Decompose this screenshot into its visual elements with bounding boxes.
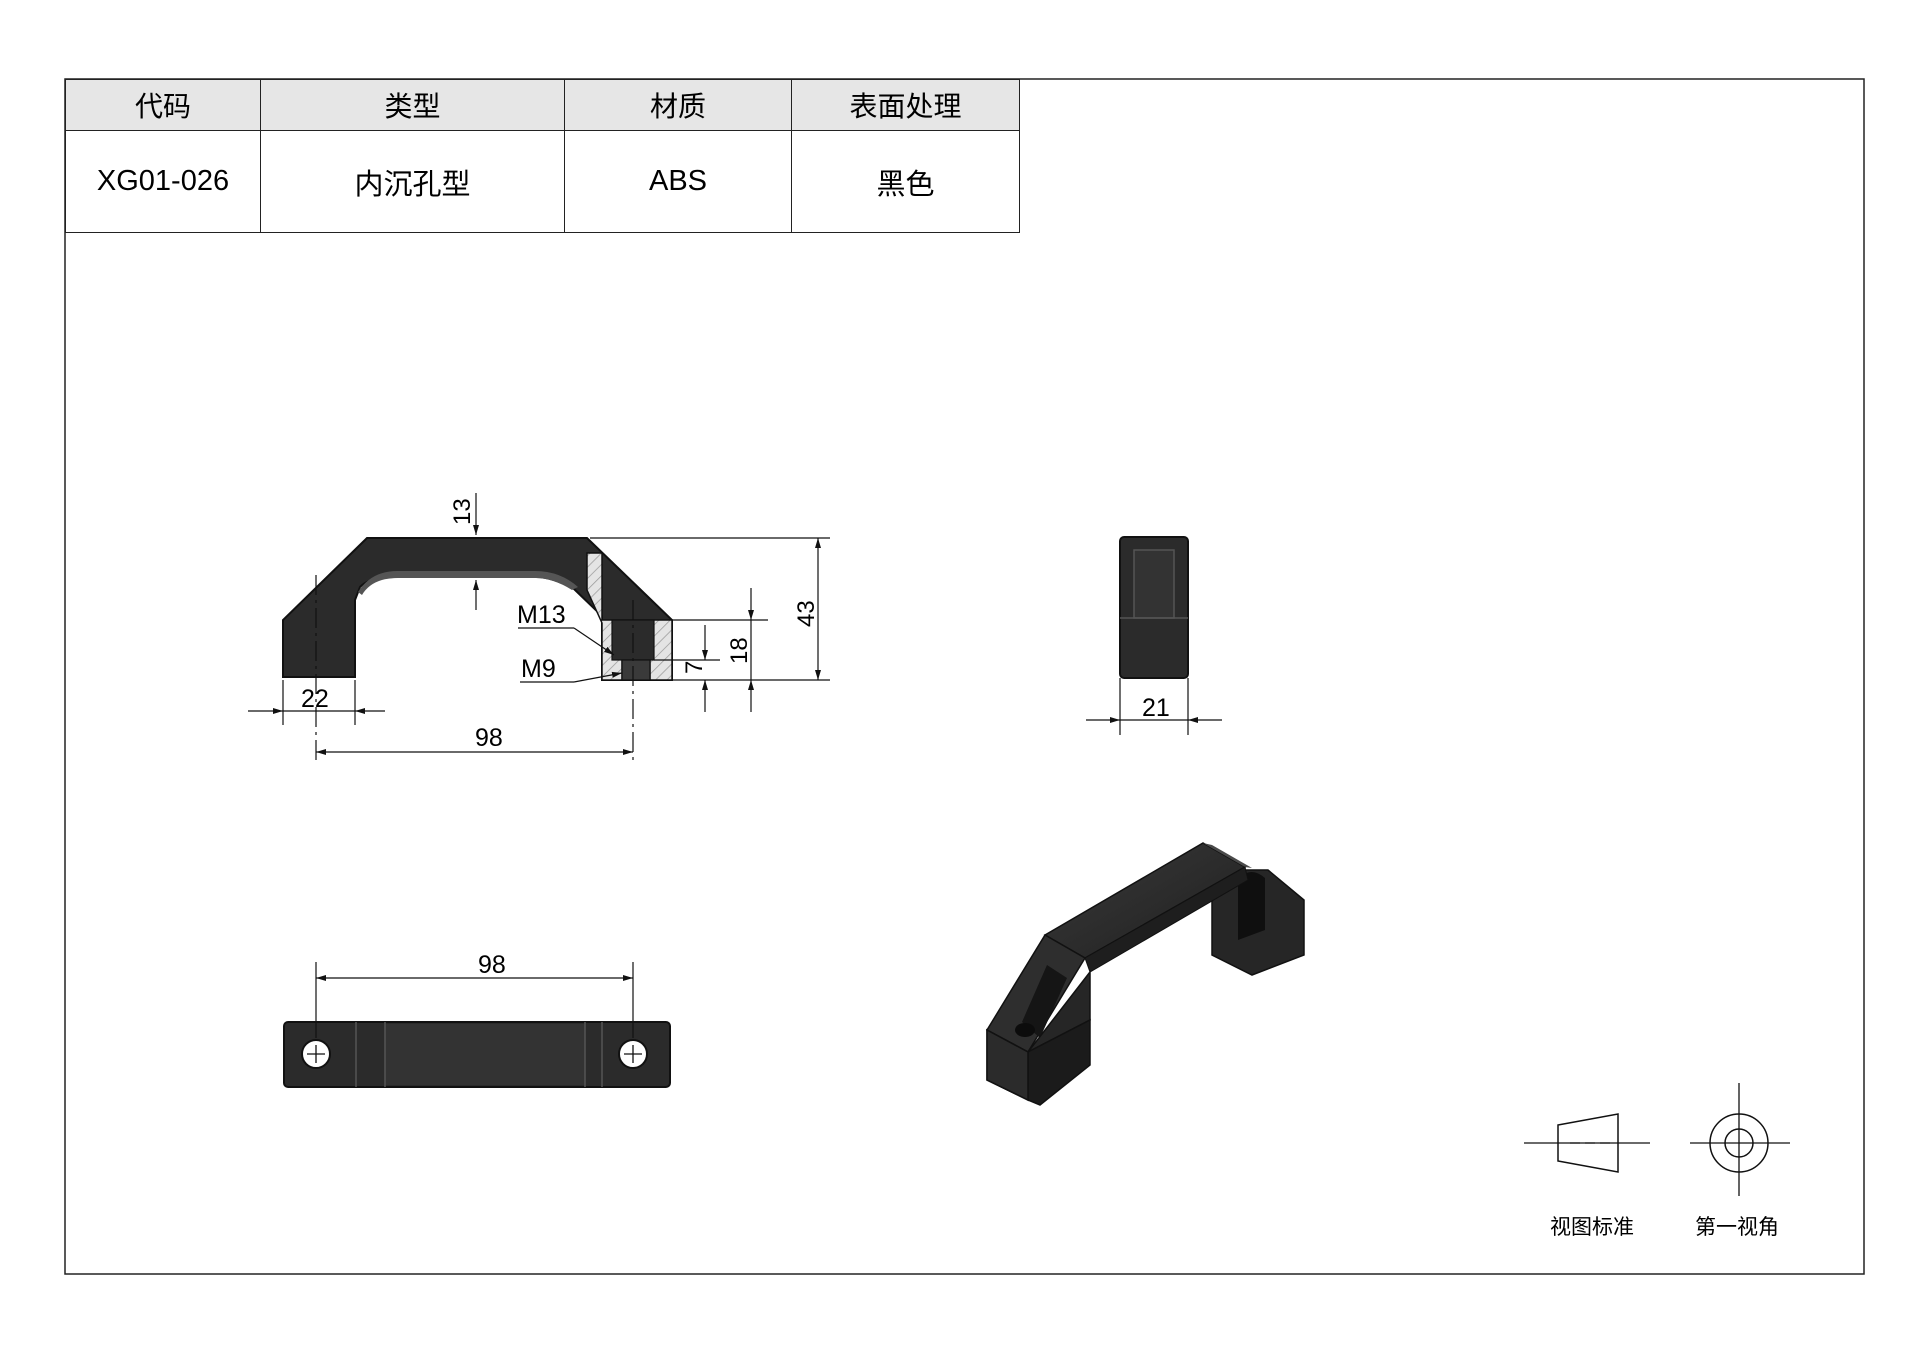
dim-top-thickness: 13 [449,498,476,525]
dim-height: 43 [793,600,820,627]
label-view-standard: 视图标准 [1550,1216,1634,1239]
spec-value-code: XG01-026 [65,130,261,233]
top-view: 98 [283,951,671,1088]
top-center-band [385,1024,585,1085]
front-thread-hole [621,659,651,681]
iso-hole [1015,1023,1035,1037]
dim-leg-height: 18 [726,637,753,664]
spec-value-material: ABS [564,130,792,233]
dim-counterbore-depth: 7 [681,661,708,674]
side-inner-face [1133,549,1175,619]
side-view: 21 [1086,536,1222,735]
projection-cone-symbol [1524,1113,1650,1173]
front-arch-shading [358,570,578,595]
projection-circle-symbol [1690,1083,1790,1196]
spec-value-finish: 黑色 [791,130,1020,233]
projection-legend: 视图标准 第一视角 [1524,1083,1790,1239]
dim-leg-width: 22 [301,685,329,713]
iso-bar-front [1084,866,1249,973]
front-view: 13 43 18 7 M13 M9 22 98 [248,493,830,760]
spec-header-material: 材质 [564,79,792,131]
isometric-view [985,842,1305,1106]
spec-header-finish: 表面处理 [791,79,1020,131]
dim-counterbore: M13 [517,601,566,629]
dim-side-width: 21 [1142,694,1170,722]
spec-table: 代码 类型 材质 表面处理 XG01-026 内沉孔型 ABS 黑色 [65,79,1020,233]
label-first-angle: 第一视角 [1695,1216,1779,1239]
spec-header-type: 类型 [260,79,565,131]
dim-hole-spacing-top: 98 [478,951,506,979]
spec-value-type: 内沉孔型 [260,130,565,233]
spec-header-code: 代码 [65,79,261,131]
dim-hole-spacing-front: 98 [475,724,503,752]
dim-thread: M9 [521,655,556,683]
spec-table-value-row: XG01-026 内沉孔型 ABS 黑色 [65,130,1020,233]
spec-table-header-row: 代码 类型 材质 表面处理 [65,79,1020,131]
